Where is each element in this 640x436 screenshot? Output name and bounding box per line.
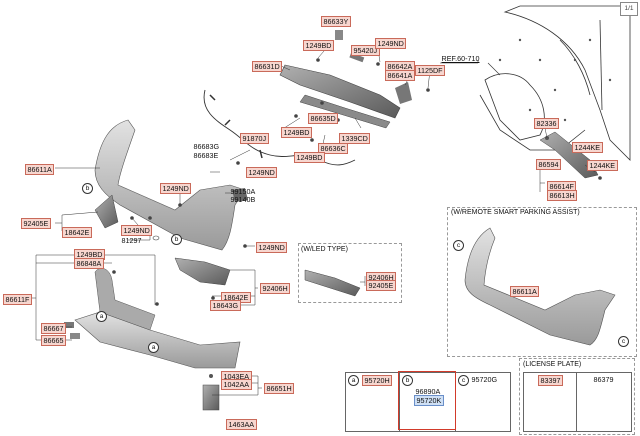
- bumper-cover-rspa: [464, 227, 616, 346]
- part-86665: [70, 333, 80, 339]
- part-label-1249BD-3[interactable]: 1249BD: [294, 152, 325, 163]
- table-callout-b: b: [402, 375, 413, 386]
- license-plate-box: [519, 358, 635, 435]
- part-label-86594[interactable]: 86594: [536, 159, 561, 170]
- part-label-82336[interactable]: 82336: [534, 118, 559, 129]
- part-label-92405E[interactable]: 92405E: [21, 218, 51, 229]
- part-label-99140B[interactable]: 99140B: [230, 195, 256, 204]
- license-plate-title: (LICENSE PLATE): [523, 361, 582, 368]
- table-callout-a: a: [348, 375, 359, 386]
- vehicle-body-holes: [498, 38, 612, 122]
- part-86651H: [202, 384, 220, 411]
- part-86594: [539, 131, 599, 179]
- part-label-1249ND-2[interactable]: 1249ND: [160, 183, 192, 194]
- callout-c[interactable]: c: [453, 240, 464, 251]
- part-86667: [64, 322, 74, 328]
- part-label-86611A-rspa[interactable]: 86611A: [510, 286, 540, 297]
- part-99150A: [232, 188, 248, 202]
- part-label-86631D[interactable]: 86631D: [252, 61, 283, 72]
- part-label-86848A[interactable]: 86848A: [74, 258, 104, 269]
- part-92405E: [94, 194, 119, 229]
- callout-a[interactable]: a: [96, 311, 107, 322]
- part-label-1249ND-5[interactable]: 1249ND: [256, 242, 288, 253]
- part-label-1042AA[interactable]: 1042AA: [221, 379, 252, 390]
- part-label-18642E[interactable]: 18642E: [62, 227, 92, 238]
- part-label-1244KE-2[interactable]: 1244KE: [587, 160, 618, 171]
- part-label-81297[interactable]: 81297: [121, 236, 142, 245]
- leader-lines: [30, 42, 596, 396]
- ref-link[interactable]: REF.60-710: [441, 54, 480, 63]
- part-label-86641A[interactable]: 86641A: [385, 70, 415, 81]
- part-label-1249ND-3[interactable]: 1249ND: [246, 167, 278, 178]
- part-label-99150A[interactable]: 99150A: [230, 187, 256, 196]
- part-label-86683G[interactable]: 86683G: [193, 142, 220, 151]
- table-callout-c: c: [458, 375, 469, 386]
- led-type-title: (W/LED TYPE): [301, 246, 348, 253]
- part-label-86683E[interactable]: 86683E: [193, 151, 219, 160]
- part-label-91870J[interactable]: 91870J: [240, 133, 269, 144]
- part-label-1244KE[interactable]: 1244KE: [572, 142, 603, 153]
- part-label-1249ND[interactable]: 1249ND: [375, 38, 407, 49]
- callout-a-2[interactable]: a: [148, 342, 159, 353]
- part-86633Y: [335, 30, 343, 40]
- rspa-box: [447, 207, 637, 357]
- part-label-86636C[interactable]: 86636C: [318, 143, 349, 154]
- part-92406H-led: [304, 269, 361, 297]
- part-92406H: [174, 257, 231, 286]
- callout-c-2[interactable]: c: [618, 336, 629, 347]
- wiring-harness: [203, 89, 356, 166]
- bumper-cover-upper: [94, 119, 246, 251]
- part-81297: [152, 235, 160, 241]
- part-label-95720K[interactable]: 95720K: [414, 395, 444, 406]
- part-label-95420J[interactable]: 95420J: [351, 45, 380, 56]
- selected-cell-highlight: [398, 371, 456, 430]
- part-label-86665[interactable]: 86665: [41, 335, 66, 346]
- part-label-1249ND-4[interactable]: 1249ND: [121, 225, 153, 236]
- part-label-86633Y[interactable]: 86633Y: [321, 16, 351, 27]
- part-label-1249BD-2[interactable]: 1249BD: [281, 127, 312, 138]
- vehicle-body-outline: [479, 5, 631, 161]
- part-label-1339CD[interactable]: 1339CD: [339, 133, 371, 144]
- part-label-86613H[interactable]: 86613H: [547, 190, 578, 201]
- callout-b[interactable]: b: [82, 183, 93, 194]
- part-label-96890A[interactable]: 96890A: [415, 387, 441, 396]
- callout-b-2[interactable]: b: [171, 234, 182, 245]
- part-label-95720G[interactable]: 95720G: [471, 375, 498, 384]
- led-type-box: [298, 243, 402, 303]
- part-label-1463AA[interactable]: 1463AA: [226, 419, 257, 430]
- part-label-1249BD[interactable]: 1249BD: [303, 40, 334, 51]
- part-label-86611F[interactable]: 86611F: [3, 294, 32, 305]
- part-label-86611A[interactable]: 86611A: [25, 164, 55, 175]
- part-label-95720H[interactable]: 95720H: [362, 375, 393, 386]
- part-label-1125DF[interactable]: 1125DF: [415, 65, 446, 76]
- license-cell-2: [576, 372, 632, 432]
- rspa-title: (W/REMOTE SMART PARKING ASSIST): [451, 209, 580, 216]
- part-label-18643G[interactable]: 18643G: [210, 300, 241, 311]
- part-label-92405E-led[interactable]: 92405E: [366, 280, 396, 291]
- part-label-86635D[interactable]: 86635D: [308, 113, 339, 124]
- bumper-lower: [74, 268, 241, 369]
- part-label-83397[interactable]: 83397: [538, 375, 563, 386]
- part-86642A: [395, 82, 412, 104]
- part-label-86651H[interactable]: 86651H: [264, 383, 295, 394]
- part-label-86667[interactable]: 86667: [41, 323, 66, 334]
- bumper-beam: [279, 64, 401, 129]
- page-indicator: 1/1: [620, 2, 638, 16]
- part-label-92406H[interactable]: 92406H: [260, 283, 291, 294]
- part-label-86379[interactable]: 86379: [593, 375, 614, 384]
